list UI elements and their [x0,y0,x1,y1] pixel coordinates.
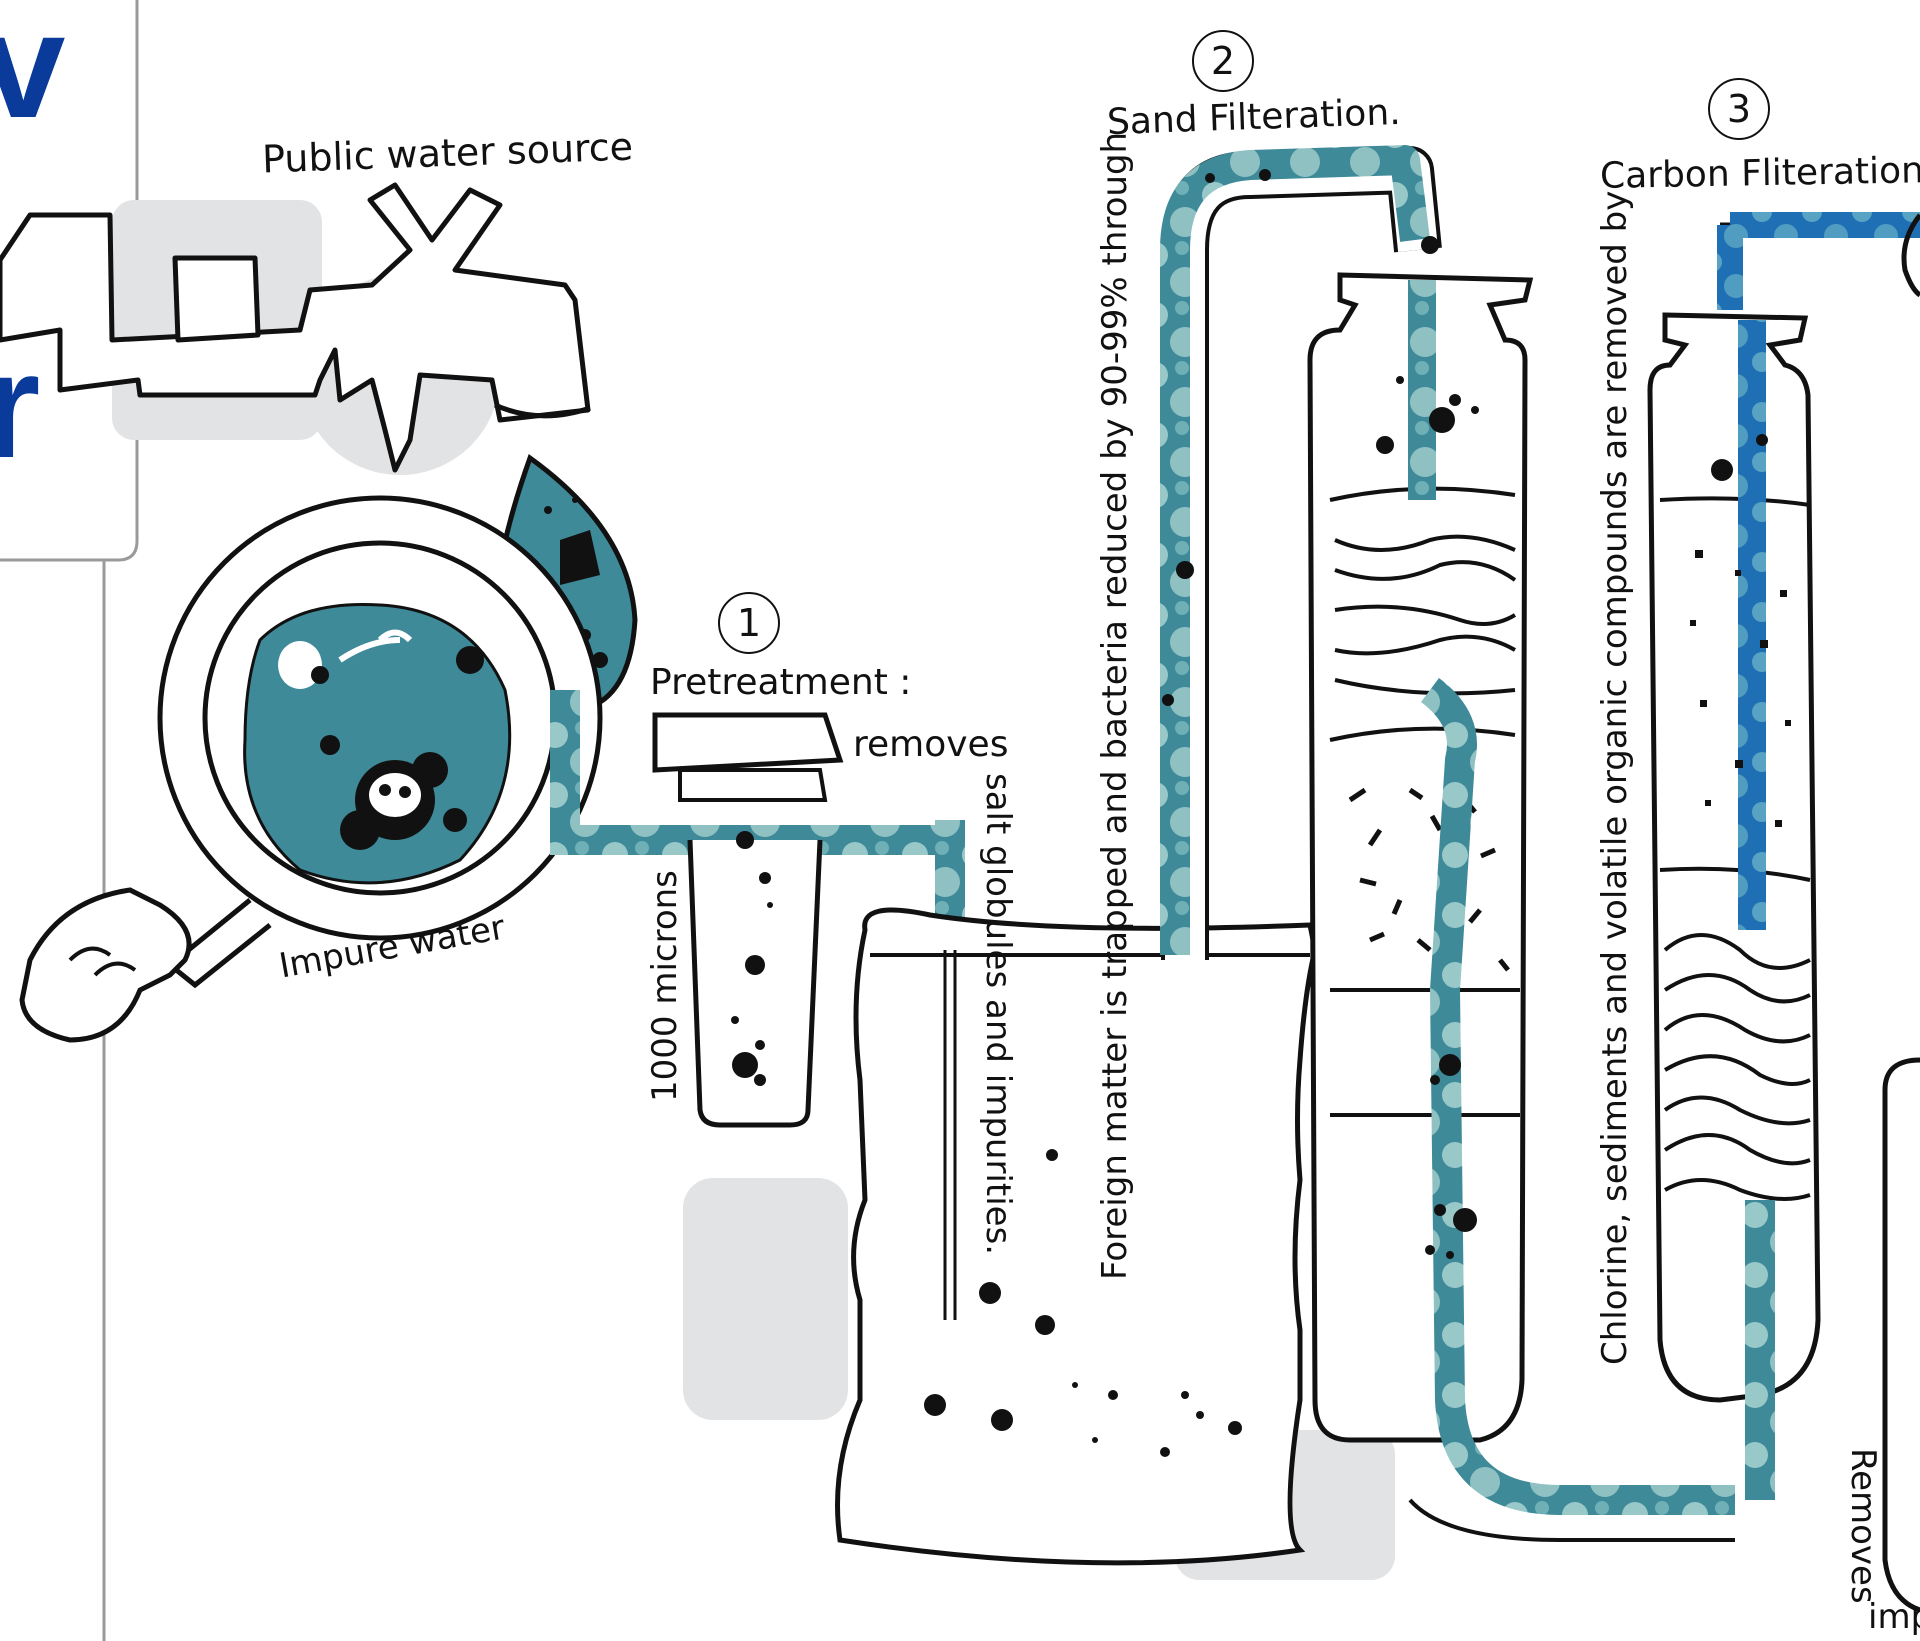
label-pretreatment: Pretreatment : [650,662,912,703]
label-1000-microns: 1000 microns [645,870,685,1102]
label-sand-filteration: Sand Filteration. [1106,91,1402,144]
step-number-2: 2 [1192,30,1254,92]
label-sand-detail: Foreign matter is trapped and bacteria r… [1095,131,1135,1280]
tap-icon [0,182,591,473]
step-number-1: 1 [718,592,780,654]
title-fragment-2: r [0,321,41,489]
magnifier-icon [19,495,603,1043]
title-fragment-1: v [0,0,66,149]
collection-jar [835,907,1318,1566]
label-carbon-fliteration: Carbon Fliteration. [1599,150,1920,197]
sand-filter-column [1307,236,1735,1542]
label-removes-3: Removes [1843,1448,1883,1604]
label-pretreatment-detail: salt globules and impurities. [978,773,1018,1256]
step-number-3: 3 [1708,78,1770,140]
left-panel-frame [0,0,139,1641]
pretreatment-unit [550,689,965,1128]
pipe-to-sand [1160,145,1442,960]
label-carbon-detail: Chlorine, sediments and volatile organic… [1595,190,1635,1365]
label-removes-1: removes [853,724,1009,765]
label-imp: imp [1868,1597,1920,1637]
carbon-filter-column [1647,212,1920,1500]
next-unit-partial [1882,213,1920,1613]
